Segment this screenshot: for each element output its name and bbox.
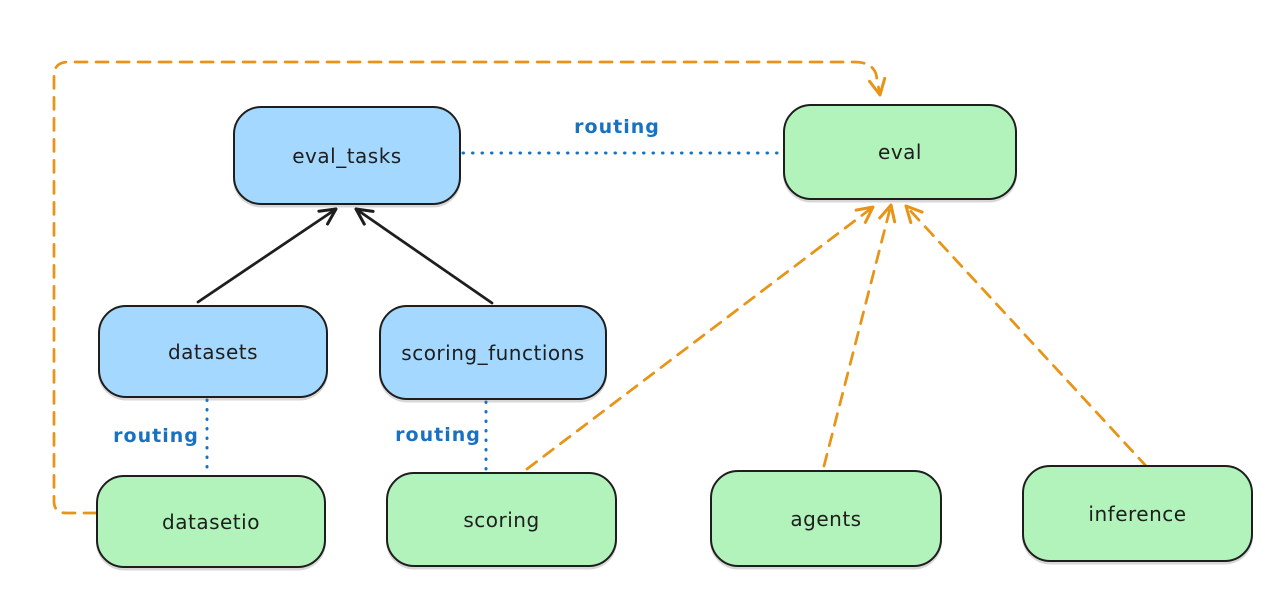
edge-inference-to-eval[interactable] — [904, 204, 1149, 469]
edge-agents-to-eval[interactable] — [822, 203, 897, 468]
node-agents[interactable]: agents — [710, 470, 942, 567]
edge-scoring-functions-to-eval-tasks[interactable] — [354, 207, 494, 305]
node-datasetio[interactable]: datasetio — [96, 475, 326, 568]
node-label: eval_tasks — [292, 143, 402, 168]
node-label: scoring_functions — [401, 340, 585, 365]
node-scoring-functions[interactable]: scoring_functions — [379, 305, 607, 400]
node-eval-tasks[interactable]: eval_tasks — [233, 106, 461, 205]
node-label: eval — [878, 140, 922, 164]
node-datasets[interactable]: datasets — [98, 305, 328, 398]
edge-label-routing-eval-tasks-eval[interactable]: routing — [574, 116, 660, 138]
node-label: inference — [1088, 501, 1187, 526]
edge-label-routing-datasets-datasetio[interactable]: routing — [113, 425, 199, 447]
edge-label-routing-scoring-functions-scoring[interactable]: routing — [395, 424, 481, 446]
edge-datasetio-to-eval[interactable] — [52, 60, 887, 515]
node-label: agents — [790, 506, 862, 531]
node-label: scoring — [463, 507, 540, 532]
node-label: datasetio — [162, 509, 260, 534]
edge-scoring-to-eval[interactable] — [525, 205, 875, 471]
edge-datasets-to-eval-tasks[interactable] — [196, 207, 338, 304]
node-label: datasets — [167, 339, 259, 364]
node-inference[interactable]: inference — [1022, 465, 1253, 562]
node-scoring[interactable]: scoring — [386, 472, 617, 567]
node-eval[interactable]: eval — [783, 104, 1017, 200]
